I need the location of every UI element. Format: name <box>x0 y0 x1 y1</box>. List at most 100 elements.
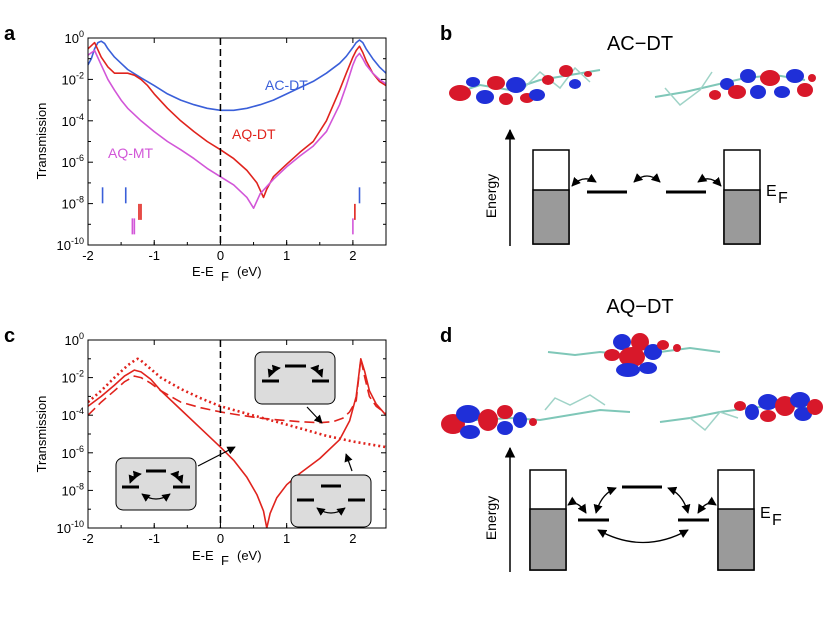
x-tick-label: 2 <box>349 248 356 263</box>
pointer-arrow <box>344 453 353 472</box>
orbital-lobe-blue <box>790 392 810 408</box>
y-axis-label-c: Transmission <box>34 396 49 473</box>
x-tick-label: 1 <box>283 531 290 546</box>
y-tick-base: 10 <box>62 197 76 212</box>
x-tick-label: 0 <box>217 248 224 263</box>
x-axis-label-sub: F <box>221 553 229 568</box>
orbital-lobe-red <box>760 410 776 422</box>
y-tick-label: 10-2 <box>62 369 84 386</box>
orbital-lobe-blue <box>758 394 778 410</box>
orbital-lobe-blue <box>529 89 545 101</box>
x-axis-label-main: E-E <box>192 264 214 279</box>
x-axis-label-c: E-E F (eV) <box>192 548 262 568</box>
series-line-aq-mt <box>88 49 386 209</box>
pointer-arrow <box>197 446 236 467</box>
right-electrode-filled <box>717 508 755 571</box>
x-axis-label-unit: (eV) <box>237 548 262 563</box>
energy-diagram-b: AC−DT <box>449 33 816 246</box>
energy-diagram-d: AQ−DT <box>441 296 823 572</box>
x-axis-label-unit: (eV) <box>237 264 262 279</box>
orbital-lobe-red <box>584 71 592 77</box>
x-tick-label: -2 <box>82 531 94 546</box>
orbital-lobe-blue <box>613 334 631 350</box>
orbital-lobe-red <box>619 347 645 367</box>
series-label-aq-dt: AQ-DT <box>232 126 276 142</box>
fermi-label-sub: F <box>772 512 782 529</box>
y-tick-label: 10-4 <box>62 406 84 423</box>
right-electrode-filled <box>723 189 761 245</box>
fermi-level-label: E F <box>766 183 788 207</box>
molecule-title-aq-dt: AQ−DT <box>606 296 673 318</box>
series-line-aq-dt <box>88 41 386 199</box>
x-tick-label: -1 <box>148 248 160 263</box>
series-line-dotted <box>88 357 386 449</box>
y-tick-label: 10-6 <box>62 444 84 461</box>
orbital-lobe-red <box>542 75 554 85</box>
orbital-lobe-red <box>657 340 669 350</box>
y-tick-base: 10 <box>62 371 76 386</box>
x-tick-label: 2 <box>349 531 356 546</box>
orbital-lobe-blue <box>497 421 513 435</box>
orbital-lobe-blue <box>745 404 759 420</box>
y-tick-exponent: -4 <box>76 406 84 416</box>
fermi-label-main: E <box>766 183 777 200</box>
orbital-lobe-red <box>728 85 746 99</box>
y-tick-exponent: -8 <box>76 195 84 205</box>
orbital-lobe-red <box>529 418 537 426</box>
orbital-lobe-red <box>487 76 505 90</box>
orbital-lobe-blue <box>460 425 480 439</box>
orbital-lobe-red <box>478 409 498 431</box>
y-tick-label: 100 <box>65 331 84 348</box>
y-tick-exponent: -6 <box>76 444 84 454</box>
y-tick-label: 10-6 <box>62 153 84 170</box>
y-tick-base: 10 <box>57 521 71 536</box>
fermi-level-label: E F <box>760 505 782 529</box>
orbital-lobe-red <box>559 65 573 77</box>
coupling-arrow <box>567 496 587 514</box>
orbital-lobe-red <box>499 93 513 105</box>
coupling-arrow <box>697 496 717 514</box>
orbital-lobe-blue <box>750 85 766 99</box>
coupling-arrow <box>170 470 184 484</box>
energy-axis-label: Energy <box>483 174 499 218</box>
y-tick-label: 10-4 <box>62 112 84 129</box>
orbital-lobe-red <box>807 399 823 415</box>
y-axis-label-a: Transmission <box>34 103 49 180</box>
y-tick-label: 10-8 <box>62 481 84 498</box>
coupling-arrow <box>310 364 324 378</box>
orbital-lobe-red <box>808 74 816 82</box>
molecular-orbital-top <box>547 333 721 377</box>
orbital-lobe-red <box>709 90 721 100</box>
orbital-lobe-blue <box>456 405 480 423</box>
y-tick-label: 10-10 <box>57 519 84 536</box>
coupling-arrow <box>571 173 597 187</box>
orbital-lobe-red <box>760 70 780 86</box>
y-tick-base: 10 <box>62 483 76 498</box>
panel-label-c: c <box>4 325 15 347</box>
x-tick-label: 0 <box>217 531 224 546</box>
y-tick-base: 10 <box>57 238 71 253</box>
inset-diagram-left <box>115 446 236 511</box>
y-tick-label: 10-2 <box>62 70 84 87</box>
y-tick-label: 10-10 <box>57 236 84 253</box>
coupling-arrow <box>316 507 346 516</box>
x-tick-label: -1 <box>148 531 160 546</box>
y-tick-exponent: -6 <box>76 153 84 163</box>
molecular-orbital-left <box>441 394 631 439</box>
coupling-arrow <box>267 364 281 378</box>
inset-box <box>254 351 336 405</box>
molecule-skeleton <box>664 71 713 107</box>
orbital-lobe-blue <box>740 69 756 83</box>
coupling-arrow <box>633 173 661 183</box>
coupling-arrow <box>697 173 722 187</box>
orbital-lobe-blue <box>644 344 662 360</box>
orbital-lobe-red <box>497 405 513 419</box>
molecule-title-ac-dt: AC−DT <box>607 33 673 55</box>
orbital-lobe-red <box>734 401 746 411</box>
x-axis-label-a: E-E F (eV) <box>192 264 262 284</box>
orbital-lobe-red <box>797 83 813 97</box>
orbital-lobe-blue <box>476 90 494 104</box>
y-tick-base: 10 <box>62 155 76 170</box>
